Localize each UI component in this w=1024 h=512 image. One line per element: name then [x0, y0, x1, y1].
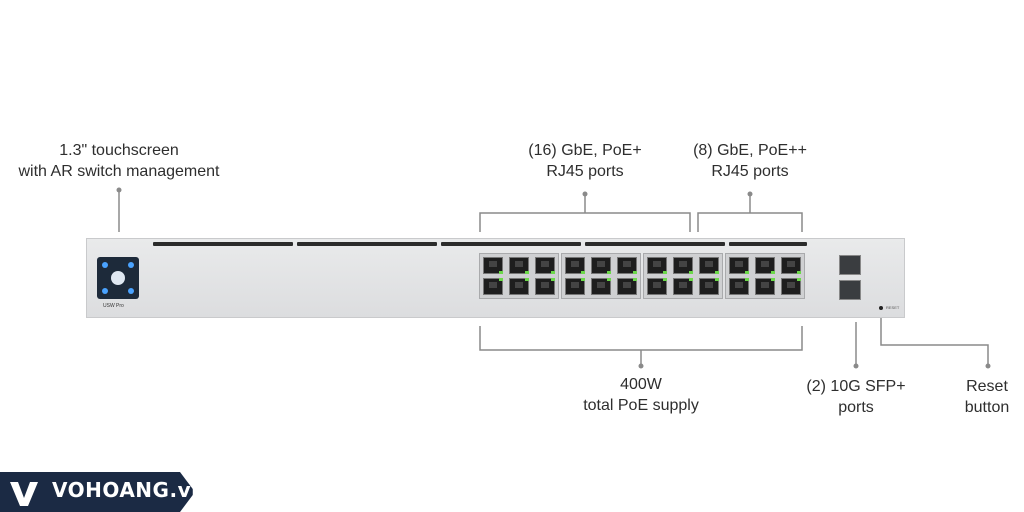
- port-led: [745, 278, 749, 281]
- sfp-port-1: [839, 255, 861, 275]
- watermark-text: VOHOANG.vn: [52, 478, 206, 502]
- poe-plus-plus-label-line1: (8) GbE, PoE++: [693, 142, 807, 159]
- rj45-port: [591, 257, 611, 274]
- poe-supply-label-line1: 400W: [620, 376, 662, 393]
- poe-plus-label-line2: RJ45 ports: [546, 163, 624, 180]
- port-led: [499, 278, 503, 281]
- port-led: [745, 271, 749, 274]
- port-led: [581, 271, 585, 274]
- model-label: USW Pro: [103, 303, 124, 309]
- poe-supply-label-line2: total PoE supply: [583, 397, 699, 414]
- rj45-port: [673, 257, 693, 274]
- reset-pointer: [880, 318, 989, 366]
- rj45-port: [729, 278, 749, 295]
- poe-plus-plus-ports-label: (8) GbE, PoE++ RJ45 ports: [670, 140, 830, 182]
- port-led: [607, 271, 611, 274]
- poe-plus-plus-label-line2: RJ45 ports: [711, 163, 789, 180]
- rj45-port: [647, 278, 667, 295]
- poe-plus-ports-label: (16) GbE, PoE+ RJ45 ports: [505, 140, 665, 182]
- touchscreen-label-line1: 1.3" touchscreen: [59, 142, 179, 159]
- rj45-port: [781, 278, 801, 295]
- vent-slot: [153, 242, 293, 246]
- rj45-port: [755, 257, 775, 274]
- rj45-port: [699, 278, 719, 295]
- port-led: [715, 278, 719, 281]
- reset-button-label: Reset button: [950, 376, 1024, 418]
- rj45-port: [781, 257, 801, 274]
- poe-plus-plus-bracket: [697, 212, 803, 232]
- poe-plus-bracket: [479, 212, 691, 232]
- port-led: [797, 271, 801, 274]
- rj45-port: [483, 257, 503, 274]
- rj45-port: [483, 278, 503, 295]
- vent-slot: [297, 242, 437, 246]
- port-led: [633, 271, 637, 274]
- vent-slot: [441, 242, 581, 246]
- rj45-port: [535, 278, 555, 295]
- port-led: [581, 278, 585, 281]
- rj45-port: [617, 257, 637, 274]
- rj45-port: [565, 278, 585, 295]
- vohoang-logo: [0, 472, 195, 512]
- poe-supply-label: 400W total PoE supply: [556, 374, 726, 416]
- port-led: [689, 271, 693, 274]
- port-led: [797, 278, 801, 281]
- port-led: [715, 271, 719, 274]
- port-led: [771, 278, 775, 281]
- rj45-port: [673, 278, 693, 295]
- rj45-port: [565, 257, 585, 274]
- port-led: [771, 271, 775, 274]
- reset-text: RESET: [886, 305, 900, 310]
- port-led: [525, 271, 529, 274]
- reset-label-line2: button: [964, 399, 1010, 416]
- port-led: [663, 278, 667, 281]
- port-led: [525, 278, 529, 281]
- poe-plus-label-line1: (16) GbE, PoE+: [528, 142, 642, 159]
- rj45-port: [509, 278, 529, 295]
- port-led: [689, 278, 693, 281]
- network-switch: USW Pro RESET: [86, 238, 905, 318]
- port-led: [499, 271, 503, 274]
- rj45-port: [535, 257, 555, 274]
- touchscreen-display: [97, 257, 139, 299]
- rj45-port: [755, 278, 775, 295]
- reset-label-line1: Reset: [966, 378, 1008, 395]
- sfp-label-line2: ports: [838, 399, 874, 416]
- poe-supply-bracket: [479, 326, 803, 351]
- port-led: [551, 278, 555, 281]
- port-led: [633, 278, 637, 281]
- vent-slot: [585, 242, 725, 246]
- rj45-port: [647, 257, 667, 274]
- touchscreen-label-line2: with AR switch management: [18, 163, 220, 180]
- port-led: [663, 271, 667, 274]
- sfp-port-2: [839, 280, 861, 300]
- rj45-port: [617, 278, 637, 295]
- sfp-label-line1: (2) 10G SFP+: [806, 378, 906, 395]
- sfp-ports-label: (2) 10G SFP+ ports: [796, 376, 916, 418]
- rj45-port: [699, 257, 719, 274]
- rj45-port: [509, 257, 529, 274]
- port-led: [607, 278, 611, 281]
- vent-slot: [729, 242, 807, 246]
- touchscreen-label: 1.3" touchscreen with AR switch manageme…: [0, 140, 238, 182]
- reset-button: [879, 306, 883, 310]
- rj45-port: [591, 278, 611, 295]
- port-led: [551, 271, 555, 274]
- rj45-port: [729, 257, 749, 274]
